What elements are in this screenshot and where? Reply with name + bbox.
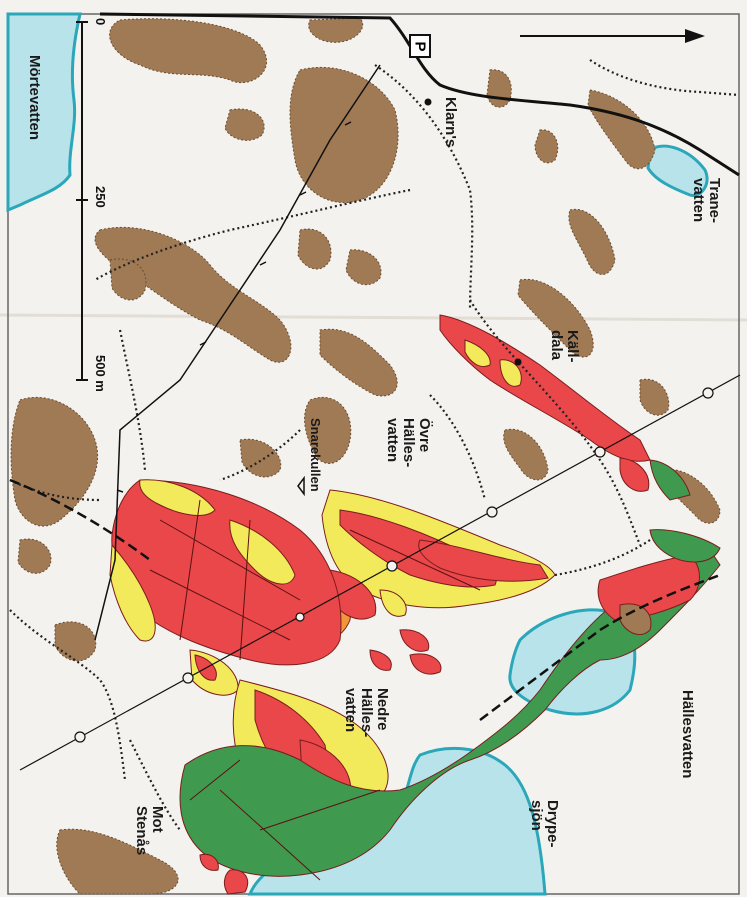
triangle-summit-icon (297, 475, 305, 497)
scale-tick-500: 500 m (93, 355, 108, 392)
north-arrow-icon (520, 29, 705, 43)
parking-icon: P (409, 34, 431, 58)
power-line (94, 64, 381, 641)
survey-line (19, 374, 741, 771)
label-kalldala: Käll- dala (548, 330, 581, 363)
label-hallesvatten: Hällesvatten (679, 690, 696, 779)
kalldala-point (514, 358, 522, 366)
label-tranevatten: Trane- vatten (690, 178, 723, 224)
label-mot-stenas: Mot Stenås (133, 806, 166, 856)
mining-areas (109, 314, 721, 895)
scale-tick-0: 0 (93, 18, 108, 26)
label-drypesjon: Drype- sjön (528, 800, 561, 848)
scale-tick-250: 250 (93, 186, 108, 208)
klarns-point (424, 98, 432, 106)
parking-label: P (411, 40, 429, 52)
power-line-ticks (116, 121, 352, 493)
label-nedre-hallesvatten: Nedre Hälles- vatten (342, 688, 391, 738)
label-ovre-hallesvatten: Övre Hälles- vatten (384, 418, 433, 468)
footpaths (9, 59, 740, 831)
rock-outcrops (10, 17, 721, 895)
paper-fold (0, 313, 747, 322)
label-snarekullen: Snarekullen (308, 418, 323, 492)
lake-mortevatten (6, 12, 82, 213)
railway (9, 478, 721, 722)
lake-tranevatten (646, 144, 709, 197)
label-klarns: Klarn's (442, 97, 459, 148)
scale-bar (76, 21, 88, 381)
label-mortevatten: Mörtevatten (26, 55, 43, 141)
area-boundaries (149, 499, 481, 881)
